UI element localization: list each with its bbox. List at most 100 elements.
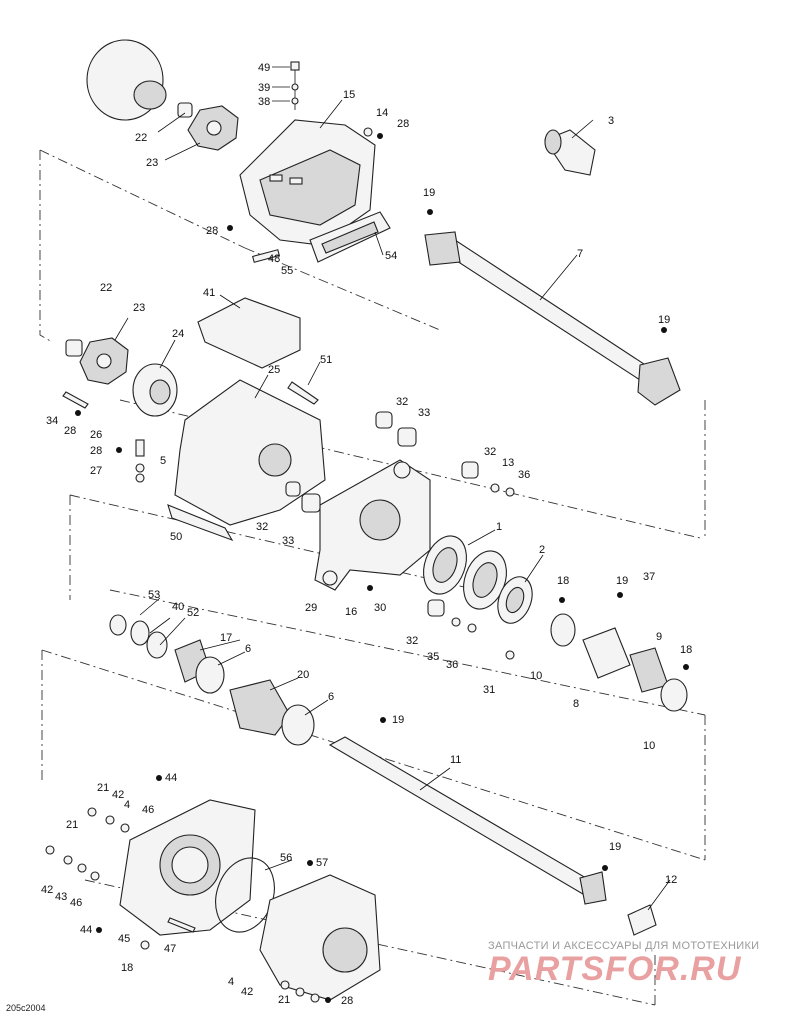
callout-21: 21 [278,994,290,1006]
callout-21: 21 [66,819,78,831]
seal-rings [423,535,533,624]
pump-housing-cover [119,799,256,936]
support-bracket [167,379,326,542]
callout-44: 44 [165,772,177,784]
callout-19: 19 [609,841,621,853]
callout-16: 16 [345,606,357,618]
lubricant-markers [75,133,689,1003]
callout-26: 26 [90,429,102,441]
callout-27: 27 [90,465,102,477]
callout-5: 5 [160,455,166,467]
callout-49: 49 [258,62,270,74]
callout-11: 11 [450,754,461,766]
callout-56: 56 [280,852,292,864]
callout-20: 20 [297,669,309,681]
callout-23: 23 [133,302,145,314]
callout-36: 36 [446,659,458,671]
callout-32: 32 [484,446,496,458]
bearing-support [314,459,431,591]
callout-30: 30 [374,602,386,614]
callout-24: 24 [172,328,184,340]
callout-29: 29 [305,602,317,614]
callout-23: 23 [146,157,158,169]
callout-1: 1 [496,521,502,533]
drive-pulley [86,39,193,121]
callout-42: 42 [241,986,253,998]
callout-17: 17 [220,632,232,644]
callout-50: 50 [170,531,182,543]
bolt-34 [62,391,89,409]
callout-22: 22 [100,282,112,294]
callout-10: 10 [643,740,655,752]
callout-37: 37 [643,571,655,583]
callout-36: 36 [518,469,530,481]
bushing [544,129,596,176]
callout-28: 28 [90,445,102,457]
rubber-damper-upper [187,105,239,151]
drive-shaft [424,231,681,406]
heat-shield-plate [197,297,301,369]
callout-44: 44 [80,924,92,936]
callout-43: 43 [55,891,67,903]
callout-31: 31 [483,684,495,696]
washers-left [45,807,320,1003]
guard-bracket [309,211,391,263]
callout-4: 4 [228,976,234,988]
drive-shaft-guard [239,119,376,246]
callout-12: 12 [665,874,677,886]
watermark-subtitle: ЗАПЧАСТИ И АКСЕССУАРЫ ДЛЯ МОТОТЕХНИКИ [488,940,760,952]
callout-19: 19 [392,714,404,726]
callout-38: 38 [258,96,270,108]
bushings-32-33 [285,411,515,660]
bolt-26 [135,439,145,483]
callout-28: 28 [64,425,76,437]
callout-41: 41 [203,287,215,299]
callout-28: 28 [341,995,353,1007]
callout-8: 8 [573,698,579,710]
coupler-hub [132,363,178,417]
callout-7: 7 [577,248,583,260]
callout-18: 18 [121,962,133,974]
callout-42: 42 [41,884,53,896]
jet-pump [259,874,381,1001]
watermark-logo: PARTSFOR.RU [488,950,742,988]
diagram-code: 205c2004 [6,1003,46,1013]
callout-28: 28 [397,118,409,130]
callout-10: 10 [530,670,542,682]
leader-lines [114,66,671,911]
callout-19: 19 [616,575,628,587]
fasteners-top [251,61,373,263]
rubber-damper-lower [65,337,129,385]
callout-13: 13 [502,457,514,469]
boot-and-clamps [109,614,315,746]
callout-47: 47 [164,943,176,955]
callout-46: 46 [70,897,82,909]
callout-18: 18 [557,575,569,587]
callout-40: 40 [172,601,184,613]
callout-15: 15 [343,89,355,101]
callout-22: 22 [135,132,147,144]
callout-39: 39 [258,82,270,94]
callout-28: 28 [206,225,218,237]
callout-53: 53 [148,589,160,601]
callout-33: 33 [418,407,430,419]
callout-42: 42 [112,789,124,801]
callout-18: 18 [680,644,692,656]
callout-25: 25 [268,364,280,376]
callout-52: 52 [187,607,199,619]
callout-6: 6 [328,691,334,703]
callout-46: 46 [142,804,154,816]
callout-labels: 49 39 38 15 14 28 3 22 23 19 28 48 55 54… [41,62,692,1007]
callout-32: 32 [256,521,268,533]
callout-2: 2 [539,544,545,556]
bolt-51 [287,381,319,405]
callout-48: 48 [268,253,280,265]
callout-19: 19 [658,314,670,326]
callout-34: 34 [46,415,58,427]
callout-51: 51 [320,354,332,366]
callout-32: 32 [396,396,408,408]
callout-4: 4 [124,799,130,811]
callout-35: 35 [427,651,439,663]
callout-3: 3 [608,115,614,127]
